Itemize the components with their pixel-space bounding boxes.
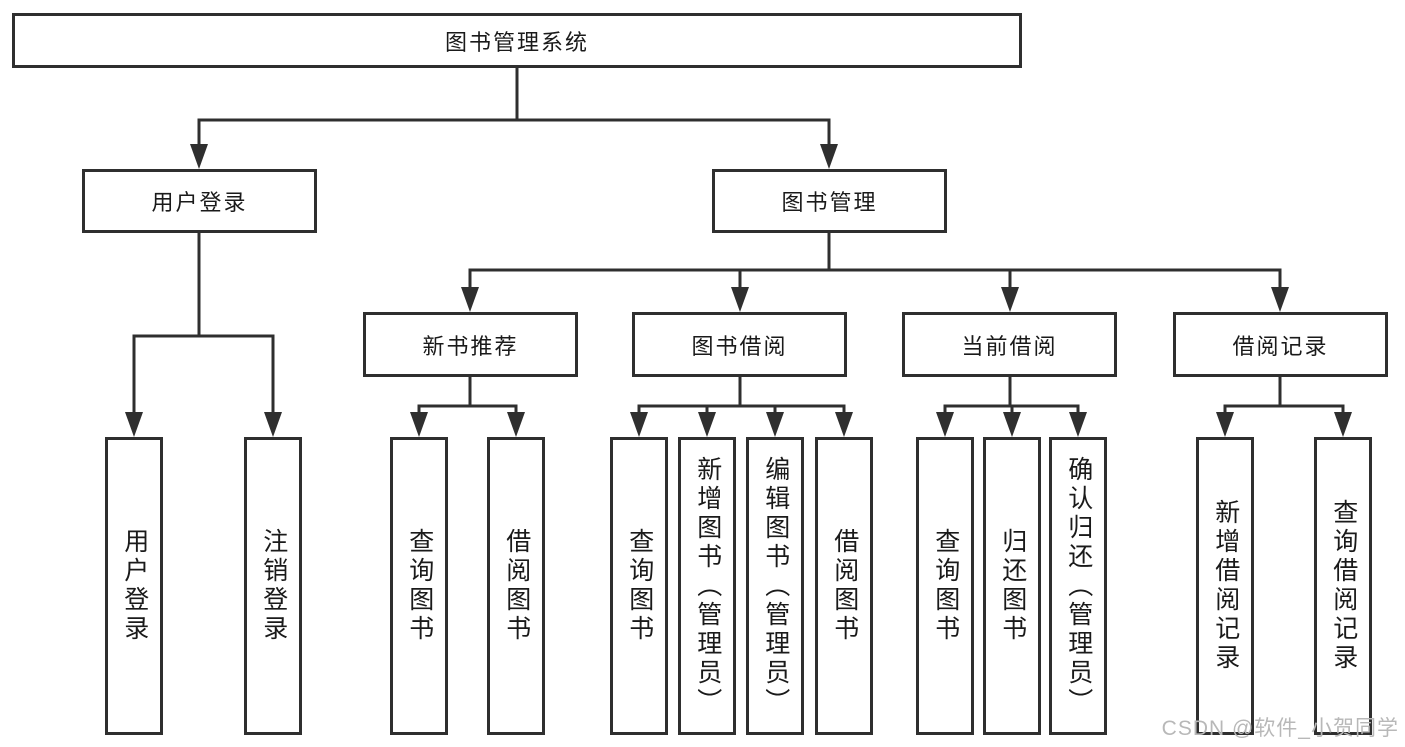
leaf-label: 借阅图书 xyxy=(830,528,859,644)
node-book-management: 图书管理 xyxy=(712,169,947,233)
csdn-watermark: CSDN @软件_小贺同学 xyxy=(1161,717,1399,740)
leaf-return-books: 归还图书 xyxy=(983,437,1041,735)
leaf-user-login: 用户登录 xyxy=(105,437,163,735)
node-current-borrowing: 当前借阅 xyxy=(902,312,1117,377)
arrowheads xyxy=(125,144,1352,437)
leaf-add-borrow-record: 新增借阅记录 xyxy=(1196,437,1254,735)
node-root: 图书管理系统 xyxy=(12,13,1022,68)
leaf-label: 编辑图书（管理员） xyxy=(761,455,790,717)
leaf-add-book-admin: 新增图书（管理员） xyxy=(678,437,736,735)
node-user-login: 用户登录 xyxy=(82,169,317,233)
leaf-logout: 注销登录 xyxy=(244,437,302,735)
leaf-borrow-books-borrowing: 借阅图书 xyxy=(815,437,873,735)
leaf-label: 查询图书 xyxy=(625,528,654,644)
node-borrowing-records: 借阅记录 xyxy=(1173,312,1388,377)
leaf-query-books-current: 查询图书 xyxy=(916,437,974,735)
leaf-label: 归还图书 xyxy=(998,528,1027,644)
leaf-label: 查询图书 xyxy=(405,528,434,644)
leaf-label: 查询图书 xyxy=(931,528,960,644)
leaf-label: 新增图书（管理员） xyxy=(693,455,722,717)
leaf-label: 注销登录 xyxy=(259,528,288,644)
leaf-label: 借阅图书 xyxy=(502,528,531,644)
leaf-edit-book-admin: 编辑图书（管理员） xyxy=(746,437,804,735)
leaf-query-borrow-record: 查询借阅记录 xyxy=(1314,437,1372,735)
leaf-label: 查询借阅记录 xyxy=(1329,499,1358,673)
leaf-label: 确认归还（管理员） xyxy=(1064,455,1093,717)
leaf-label: 用户登录 xyxy=(120,528,149,644)
node-new-book-recommend: 新书推荐 xyxy=(363,312,578,377)
node-book-borrowing: 图书借阅 xyxy=(632,312,847,377)
leaf-query-books-borrowing: 查询图书 xyxy=(610,437,668,735)
leaf-query-books-recommend: 查询图书 xyxy=(390,437,448,735)
leaf-confirm-return-admin: 确认归还（管理员） xyxy=(1049,437,1107,735)
leaf-borrow-books-recommend: 借阅图书 xyxy=(487,437,545,735)
leaf-label: 新增借阅记录 xyxy=(1211,499,1240,673)
